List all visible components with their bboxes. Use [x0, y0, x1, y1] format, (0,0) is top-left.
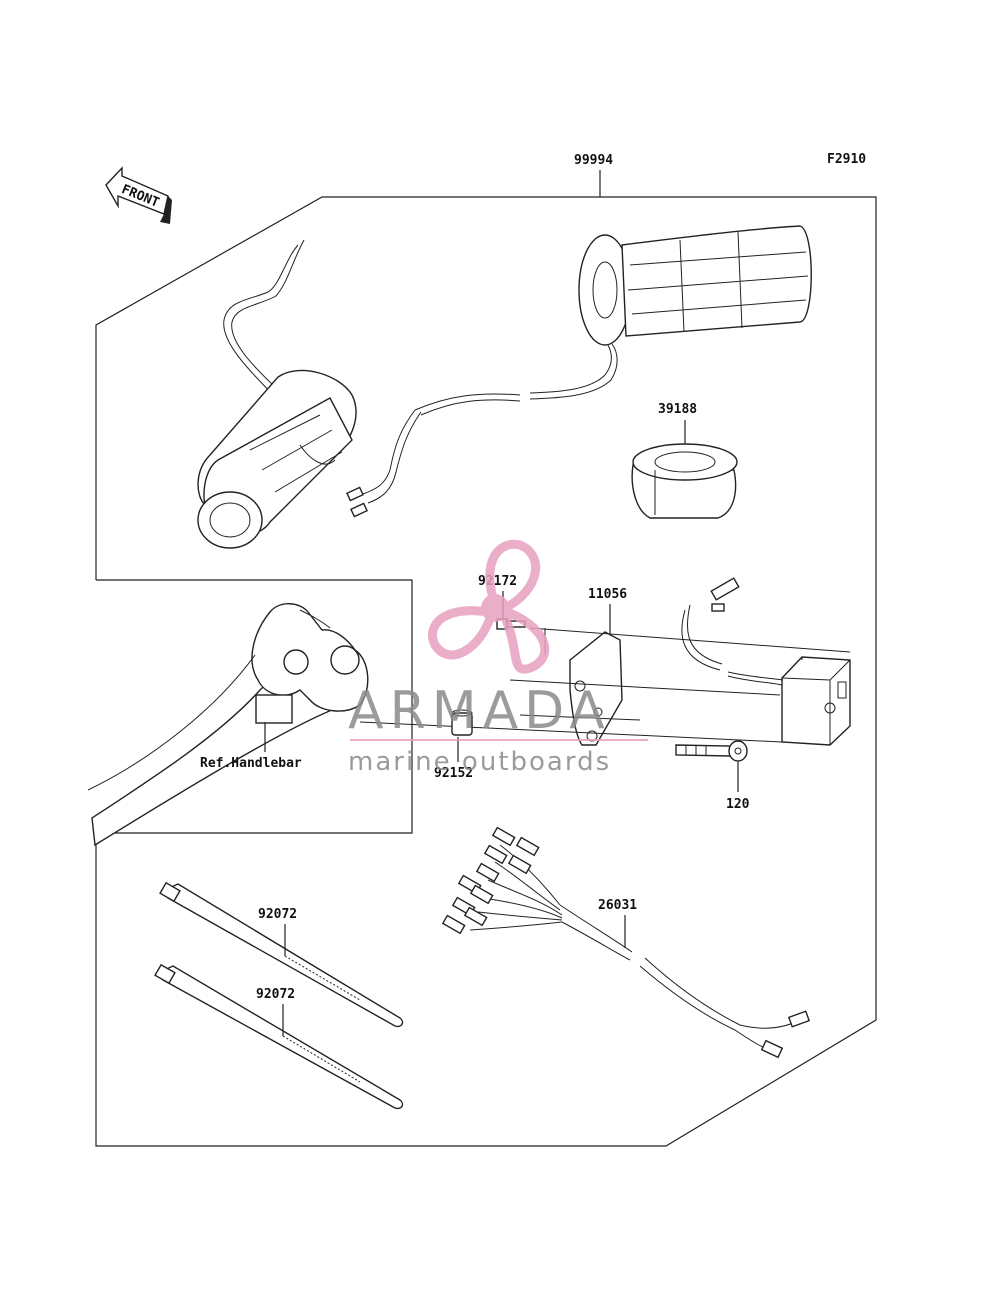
- bolt-120: [675, 740, 748, 762]
- label-92172: 92172: [478, 574, 517, 589]
- handlebar-lever: [87, 603, 369, 847]
- right-grip: [529, 225, 812, 400]
- label-11056: 11056: [588, 587, 627, 602]
- label-99994: 99994: [574, 153, 613, 168]
- label-39188: 39188: [658, 402, 697, 417]
- spacer-92152: [451, 709, 473, 736]
- propeller-logo-icon: [428, 539, 550, 674]
- collar-39188: [631, 443, 738, 519]
- label-92072-top: 92072: [258, 907, 297, 922]
- harness-connectors: [441, 826, 811, 1059]
- label-92072-bottom: 92072: [256, 987, 295, 1002]
- figure-code: F2910: [827, 152, 866, 167]
- label-120: 120: [726, 797, 750, 812]
- switch-unit: [681, 577, 851, 746]
- label-92152: 92152: [434, 766, 473, 781]
- label-26031: 26031: [598, 898, 637, 913]
- watermark-brand: ARMADA: [348, 681, 611, 741]
- bracket-11056: [569, 631, 623, 746]
- ref-handlebar-label: Ref.Handlebar: [200, 756, 302, 771]
- band-92072-top: [159, 881, 404, 1028]
- kit-outline: [95, 196, 877, 1147]
- front-arrow-icon: FRONT: [105, 166, 172, 224]
- watermark-tagline: marine outboards: [348, 747, 611, 777]
- assembly-guides: [359, 627, 851, 743]
- left-grip: [197, 239, 521, 549]
- harness-26031: [441, 826, 811, 1059]
- band-92072-bottom: [154, 963, 404, 1110]
- armada-watermark: ARMADA marine outboards: [348, 539, 648, 777]
